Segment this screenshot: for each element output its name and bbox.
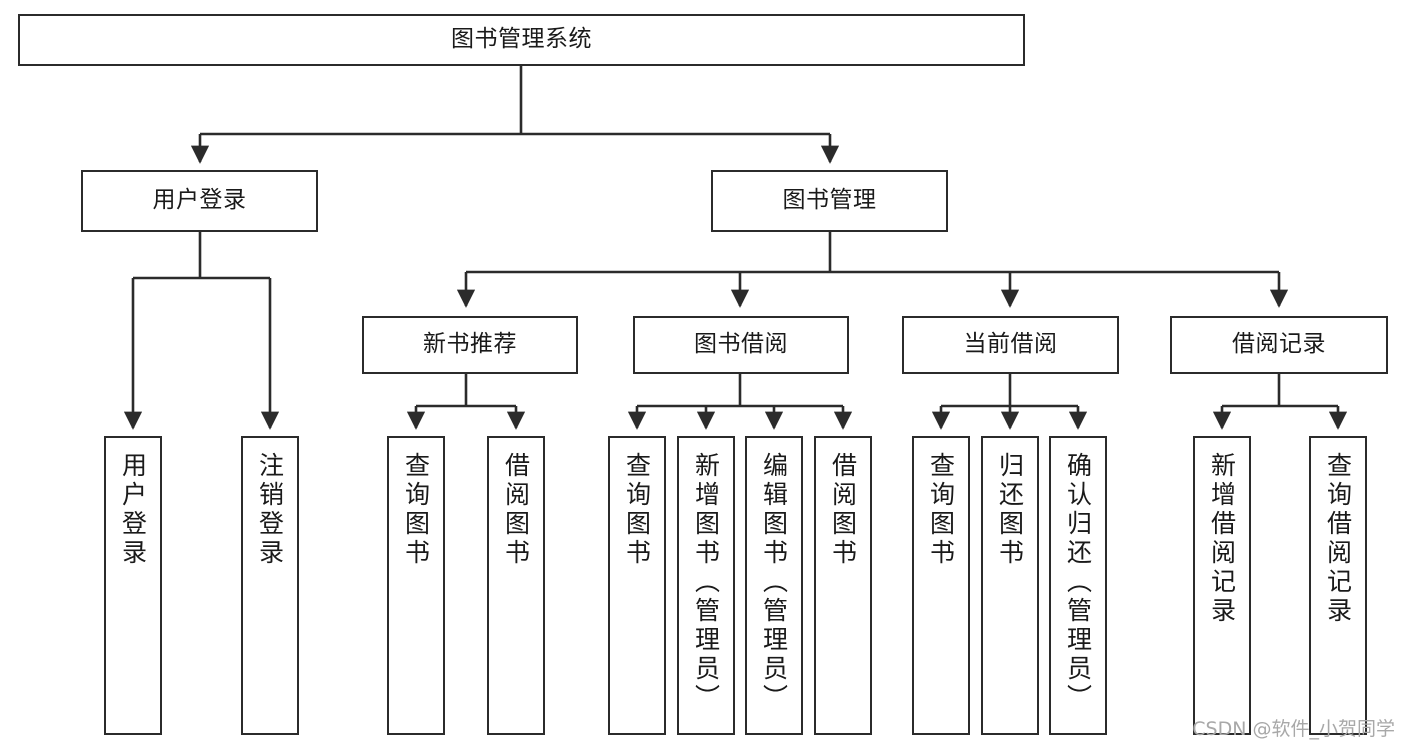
node-leaf-logout[interactable]: 注销登录 xyxy=(241,436,299,735)
node-leaf-borrow-book-1[interactable]: 借阅图书 xyxy=(487,436,545,735)
node-user-login-label: 用户登录 xyxy=(152,187,247,214)
node-leaf-query-record-label: 查询借阅记录 xyxy=(1323,452,1353,626)
node-borrow-record[interactable]: 借阅记录 xyxy=(1170,316,1388,374)
node-leaf-query-record[interactable]: 查询借阅记录 xyxy=(1309,436,1367,735)
node-root[interactable]: 图书管理系统 xyxy=(18,14,1025,66)
node-current-borrow[interactable]: 当前借阅 xyxy=(902,316,1119,374)
node-leaf-query-book-2-label: 查询图书 xyxy=(622,452,652,568)
node-new-book-recommend-label: 新书推荐 xyxy=(423,331,517,358)
node-book-management[interactable]: 图书管理 xyxy=(711,170,948,232)
node-leaf-add-book[interactable]: 新增图书（管理员） xyxy=(677,436,735,735)
node-leaf-edit-book[interactable]: 编辑图书（管理员） xyxy=(745,436,803,735)
node-leaf-query-book-1-label: 查询图书 xyxy=(401,452,431,568)
node-leaf-return-book-label: 归还图书 xyxy=(995,452,1025,568)
node-leaf-query-book-3-label: 查询图书 xyxy=(926,452,956,568)
node-leaf-query-book-3[interactable]: 查询图书 xyxy=(912,436,970,735)
watermark-text: CSDN @软件_小贺同学 xyxy=(1192,718,1395,740)
node-leaf-borrow-book-2[interactable]: 借阅图书 xyxy=(814,436,872,735)
node-book-borrow-label: 图书借阅 xyxy=(694,331,788,358)
node-leaf-return-book[interactable]: 归还图书 xyxy=(981,436,1039,735)
node-leaf-user-login[interactable]: 用户登录 xyxy=(104,436,162,735)
node-book-borrow[interactable]: 图书借阅 xyxy=(633,316,849,374)
node-leaf-confirm-return[interactable]: 确认归还（管理员） xyxy=(1049,436,1107,735)
node-leaf-edit-book-label: 编辑图书（管理员） xyxy=(759,452,789,713)
node-leaf-query-book-2[interactable]: 查询图书 xyxy=(608,436,666,735)
node-leaf-add-book-label: 新增图书（管理员） xyxy=(691,452,721,713)
node-leaf-add-record[interactable]: 新增借阅记录 xyxy=(1193,436,1251,735)
node-leaf-user-login-label: 用户登录 xyxy=(118,452,148,568)
node-book-management-label: 图书管理 xyxy=(782,187,877,214)
node-leaf-borrow-book-1-label: 借阅图书 xyxy=(501,452,531,568)
node-current-borrow-label: 当前借阅 xyxy=(963,331,1058,358)
node-borrow-record-label: 借阅记录 xyxy=(1232,331,1326,358)
node-leaf-query-book-1[interactable]: 查询图书 xyxy=(387,436,445,735)
node-root-label: 图书管理系统 xyxy=(451,26,592,53)
node-leaf-confirm-return-label: 确认归还（管理员） xyxy=(1063,452,1093,713)
node-leaf-logout-label: 注销登录 xyxy=(255,452,285,568)
node-leaf-borrow-book-2-label: 借阅图书 xyxy=(828,452,858,568)
node-new-book-recommend[interactable]: 新书推荐 xyxy=(362,316,578,374)
node-leaf-add-record-label: 新增借阅记录 xyxy=(1207,452,1237,626)
node-user-login[interactable]: 用户登录 xyxy=(81,170,318,232)
